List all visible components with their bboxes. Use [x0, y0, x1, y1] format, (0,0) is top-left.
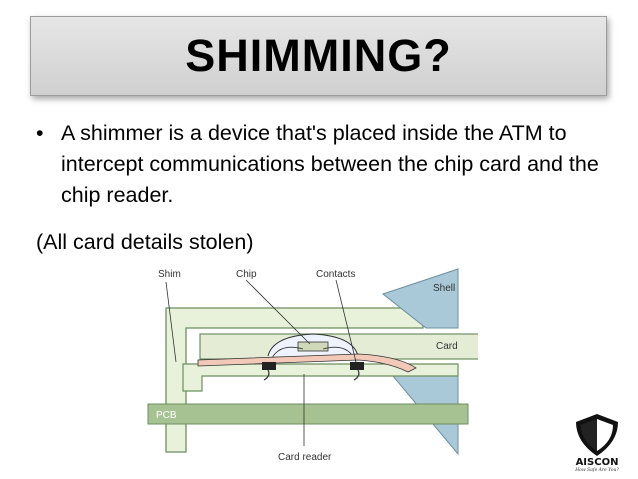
- label-contacts: Contacts: [316, 269, 355, 280]
- shim: [197, 353, 417, 373]
- label-card-reader: Card reader: [278, 452, 332, 463]
- leader-chip: [245, 279, 311, 345]
- contact-left: [262, 362, 276, 370]
- shell-upper: [381, 268, 459, 329]
- label-pcb: PCB: [156, 410, 177, 421]
- reader-contact-left: [263, 369, 270, 381]
- bullet-item: • A shimmer is a device that's placed in…: [36, 118, 606, 211]
- label-card: Card: [436, 341, 458, 352]
- contact-right: [350, 362, 364, 370]
- note-text: (All card details stolen): [36, 230, 254, 254]
- bullet-text: A shimmer is a device that's placed insi…: [61, 121, 599, 207]
- shield-icon: [576, 414, 618, 456]
- leader-contacts: [335, 279, 357, 363]
- label-shell: Shell: [433, 283, 455, 294]
- reader-contact-right: [353, 369, 360, 381]
- label-chip: Chip: [236, 269, 257, 280]
- leader-shim: [165, 281, 177, 363]
- logo-tagline: How Safe Are You?: [575, 468, 619, 473]
- label-shim: Shim: [158, 269, 181, 280]
- title-box: SHIMMING?: [30, 16, 607, 96]
- aiscon-logo: AISCON How Safe Are You?: [562, 412, 632, 474]
- reader-inner-frame: [182, 363, 459, 392]
- reader-housing: [165, 307, 424, 453]
- chip: [297, 341, 329, 352]
- slide-title: SHIMMING?: [185, 30, 452, 81]
- pcb: [147, 403, 469, 425]
- logo-name: AISCON: [575, 457, 619, 468]
- bullet-symbol: •: [36, 121, 44, 145]
- shimming-diagram: Shim Chip Contacts Shell Card PCB Card r…: [147, 268, 478, 463]
